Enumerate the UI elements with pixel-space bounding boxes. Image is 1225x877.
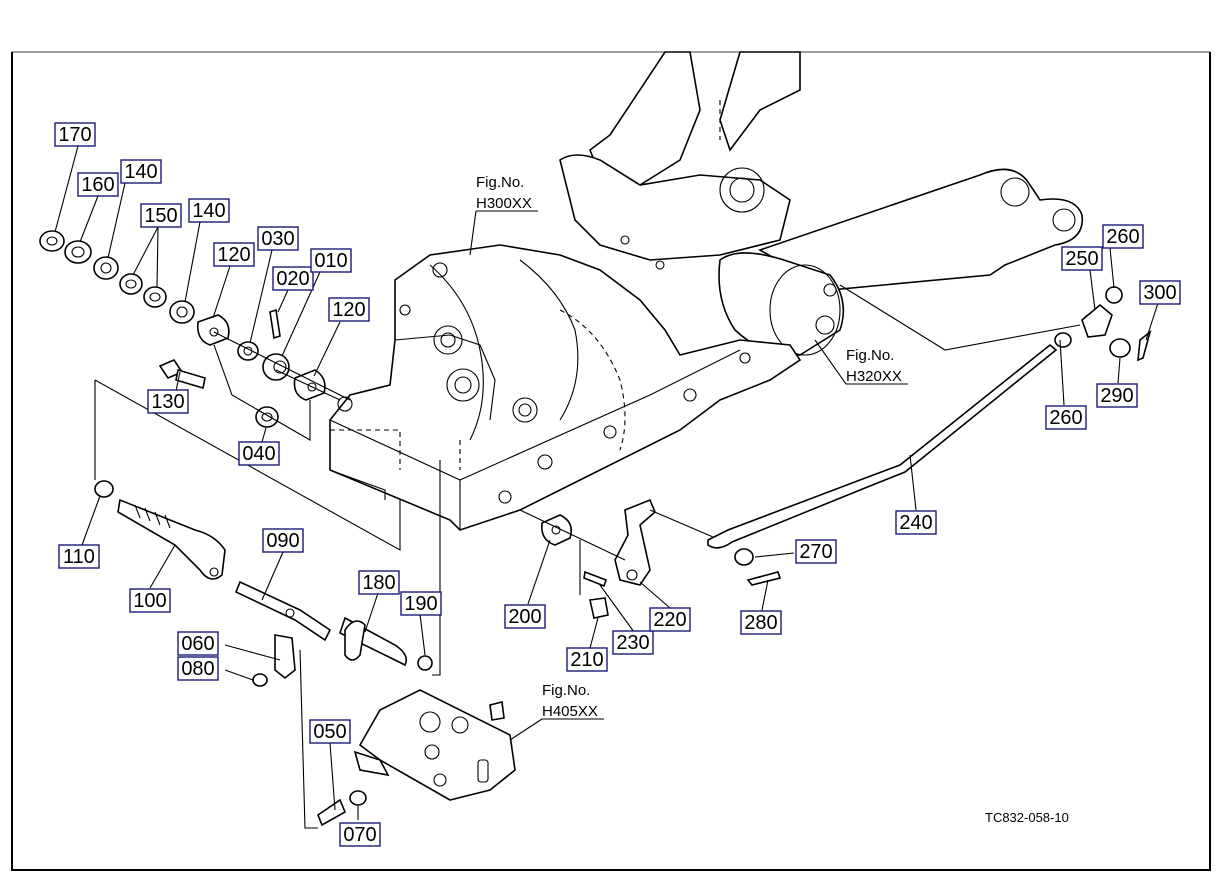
page-border xyxy=(11,52,1211,871)
svg-text:280: 280 xyxy=(744,612,777,634)
washer-stack xyxy=(39,230,351,441)
callout-230: 230 xyxy=(612,630,654,655)
callout-050: 050 xyxy=(309,719,351,744)
housing-assembly xyxy=(329,51,1084,531)
svg-text:100: 100 xyxy=(133,590,166,612)
washer-150a xyxy=(119,273,143,295)
svg-text:150: 150 xyxy=(144,205,177,227)
callout-290: 290 xyxy=(1096,383,1138,408)
svg-text:180: 180 xyxy=(362,572,395,594)
control-shaft-group xyxy=(94,379,441,687)
svg-text:260: 260 xyxy=(1106,226,1139,248)
callout-200: 200 xyxy=(504,604,546,629)
callout-170: 170 xyxy=(54,122,96,147)
figref-h405-code: H405XX xyxy=(542,703,598,720)
callout-120a: 120 xyxy=(213,242,255,267)
callout-110: 110 xyxy=(58,544,100,569)
callout-270: 270 xyxy=(795,539,837,564)
svg-text:120: 120 xyxy=(217,244,250,266)
figref-h300-code: H300XX xyxy=(476,195,532,212)
callout-160: 160 xyxy=(77,172,119,197)
washer-140b xyxy=(169,300,195,324)
svg-text:220: 220 xyxy=(653,609,686,631)
svg-text:200: 200 xyxy=(508,606,541,628)
callout-280: 280 xyxy=(740,610,782,635)
svg-text:160: 160 xyxy=(81,174,114,196)
svg-text:140: 140 xyxy=(124,161,157,183)
callout-240: 240 xyxy=(895,510,937,535)
svg-text:050: 050 xyxy=(313,721,346,743)
svg-text:060: 060 xyxy=(181,633,214,655)
svg-text:110: 110 xyxy=(63,546,95,568)
nut-160 xyxy=(64,240,92,264)
callout-020: 020 xyxy=(272,266,314,291)
svg-text:030: 030 xyxy=(261,228,294,250)
linkage-group xyxy=(519,284,1152,619)
callout-040: 040 xyxy=(238,441,280,466)
svg-text:140: 140 xyxy=(192,200,225,222)
figref-h300: Fig.No. H300XX xyxy=(469,174,538,256)
figref-h320: Fig.No. H320XX xyxy=(814,339,908,385)
callout-260a: 260 xyxy=(1102,224,1144,249)
svg-text:260: 260 xyxy=(1049,407,1082,429)
figref-h320-label: Fig.No. xyxy=(846,347,894,364)
svg-text:240: 240 xyxy=(899,512,932,534)
callout-100: 100 xyxy=(129,588,171,613)
callout-140a: 140 xyxy=(120,159,162,184)
svg-text:040: 040 xyxy=(242,443,275,465)
callout-260b: 260 xyxy=(1045,405,1087,430)
washer-140a xyxy=(93,256,119,280)
callout-080: 080 xyxy=(177,656,219,681)
callout-030: 030 xyxy=(257,226,299,251)
bushing-040 xyxy=(255,406,279,428)
drawing-code: TC832-058-10 xyxy=(985,810,1069,825)
callouts: 170 160 140 150 140 120 030 020 010 120 … xyxy=(54,122,1181,847)
callout-leaders xyxy=(54,145,1159,820)
plate-120a xyxy=(196,314,230,346)
callout-300: 300 xyxy=(1139,280,1181,305)
callout-220: 220 xyxy=(649,607,691,632)
svg-text:250: 250 xyxy=(1065,248,1098,270)
figref-h320-code: H320XX xyxy=(846,368,902,385)
callout-250: 250 xyxy=(1061,246,1103,271)
svg-text:170: 170 xyxy=(58,124,91,146)
callout-090: 090 xyxy=(262,528,304,553)
figref-h405-label: Fig.No. xyxy=(542,682,590,699)
washer-030 xyxy=(237,341,259,361)
callout-140b: 140 xyxy=(188,198,230,223)
svg-text:300: 300 xyxy=(1143,282,1176,304)
svg-text:020: 020 xyxy=(276,268,309,290)
svg-text:230: 230 xyxy=(616,632,649,654)
svg-text:210: 210 xyxy=(570,649,603,671)
svg-text:120: 120 xyxy=(332,299,365,321)
svg-text:270: 270 xyxy=(799,541,832,563)
svg-text:090: 090 xyxy=(266,530,299,552)
svg-text:080: 080 xyxy=(181,658,214,680)
callout-120b: 120 xyxy=(328,297,370,322)
svg-text:010: 010 xyxy=(314,250,347,272)
callout-060: 060 xyxy=(177,631,219,656)
callout-180: 180 xyxy=(358,570,400,595)
callout-190: 190 xyxy=(400,591,442,616)
callout-070: 070 xyxy=(339,822,381,847)
svg-text:130: 130 xyxy=(151,391,184,413)
bolt-130 xyxy=(158,359,206,390)
pin-020 xyxy=(269,308,281,340)
svg-text:190: 190 xyxy=(404,593,437,615)
callout-150: 150 xyxy=(140,203,182,228)
callout-130: 130 xyxy=(147,389,189,414)
nut-170 xyxy=(39,230,65,252)
figref-h300-label: Fig.No. xyxy=(476,174,524,191)
callout-210: 210 xyxy=(566,647,608,672)
callout-010: 010 xyxy=(310,248,352,273)
svg-text:070: 070 xyxy=(343,824,376,846)
figref-h405: Fig.No. H405XX xyxy=(509,682,604,741)
washer-150b xyxy=(143,286,167,308)
valve-block xyxy=(299,649,516,829)
svg-text:290: 290 xyxy=(1100,385,1133,407)
